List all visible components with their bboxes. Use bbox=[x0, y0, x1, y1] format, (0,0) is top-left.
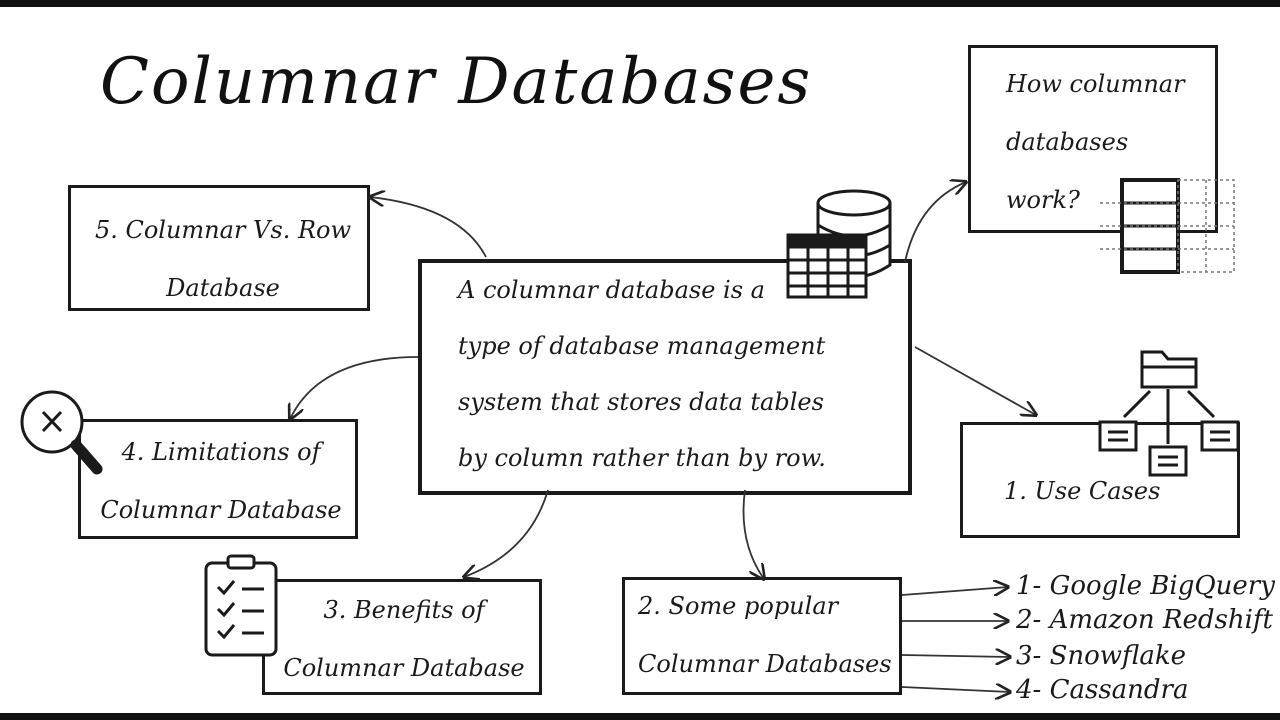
center-definition-text: A columnar database is a type of databas… bbox=[458, 262, 826, 486]
center-line-3: system that stores data tables bbox=[458, 388, 824, 416]
node-limitations-line-2: Columnar Database bbox=[100, 496, 342, 524]
node-how-it-works-line-3: work? bbox=[1006, 186, 1080, 214]
node-limitations-text: 4. Limitations of Columnar Database bbox=[96, 423, 346, 539]
popular-item-4: 4- Cassandra bbox=[1016, 675, 1189, 705]
node-columnar-vs-row-box bbox=[68, 185, 370, 311]
node-benefits-line-1: 3. Benefits of bbox=[323, 596, 485, 624]
node-columnar-vs-row-text: 5. Columnar Vs. Row Database bbox=[92, 201, 354, 317]
center-line-2: type of database management bbox=[458, 332, 826, 360]
node-benefits-text: 3. Benefits of Columnar Database bbox=[276, 581, 532, 697]
clipboard-checklist-icon bbox=[204, 554, 278, 657]
node-how-it-works-text: How columnar databases work? bbox=[1006, 55, 1185, 229]
node-limitations-box bbox=[78, 419, 358, 539]
column-grid-icon bbox=[1100, 178, 1235, 274]
connectors-and-icons bbox=[20, 178, 1240, 713]
popular-item-2: 2- Amazon Redshift bbox=[1016, 605, 1273, 635]
node-popular-line-2: Columnar Databases bbox=[638, 650, 892, 678]
table-grid-icon bbox=[786, 233, 868, 299]
node-columnar-vs-row-line-1: 5. Columnar Vs. Row bbox=[94, 216, 352, 244]
node-limitations-line-1: 4. Limitations of bbox=[121, 438, 321, 466]
node-popular-line-1: 2. Some popular bbox=[638, 592, 839, 620]
node-how-it-works-line-2: databases bbox=[1006, 128, 1129, 156]
node-columnar-vs-row-line-2: Database bbox=[166, 274, 280, 302]
arrow-to-popular bbox=[742, 489, 764, 579]
arrow-to-how-it-works bbox=[904, 182, 966, 263]
node-benefits-box bbox=[262, 579, 542, 695]
popular-item-1: 1- Google BigQuery bbox=[1016, 571, 1275, 601]
page-title: Columnar Databases bbox=[100, 45, 813, 119]
popular-item-3: 3- Snowflake bbox=[1016, 641, 1187, 671]
arrow-to-columnar-vs-row bbox=[370, 197, 487, 258]
arrow-popular-4 bbox=[901, 687, 1010, 692]
node-popular-text: 2. Some popular Columnar Databases bbox=[638, 577, 892, 693]
arrow-popular-1 bbox=[901, 587, 1008, 595]
center-line-1: A columnar database is a bbox=[458, 276, 765, 304]
arrow-popular-3 bbox=[901, 655, 1010, 657]
arrow-to-benefits bbox=[464, 489, 549, 577]
diagram-canvas: Columnar Databases How columnar database… bbox=[0, 7, 1280, 713]
center-line-4: by column rather than by row. bbox=[458, 444, 826, 472]
node-how-it-works-line-1: How columnar bbox=[1006, 70, 1185, 98]
node-use-cases-text: 1. Use Cases bbox=[1004, 462, 1160, 520]
node-use-cases-line-1: 1. Use Cases bbox=[1004, 477, 1161, 505]
node-benefits-line-2: Columnar Database bbox=[283, 654, 525, 682]
arrow-to-use-cases bbox=[914, 346, 1036, 415]
arrow-to-limitations bbox=[290, 356, 419, 419]
folder-hierarchy-icon bbox=[1098, 350, 1240, 477]
magnifier-x-icon bbox=[20, 390, 103, 475]
